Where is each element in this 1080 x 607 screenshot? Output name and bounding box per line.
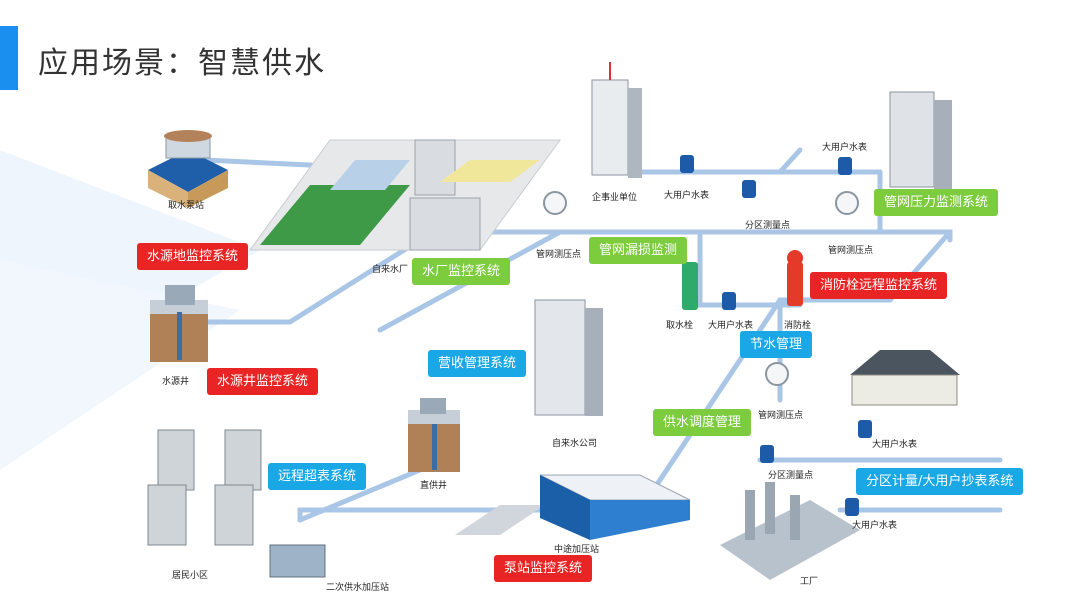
label-secondary: 二次供水加压站 — [326, 583, 390, 593]
label-direct-well: 直供井 — [420, 481, 448, 491]
intake-station-illustration — [148, 130, 228, 208]
booster-station-illustration — [455, 474, 691, 540]
label-zone-point-2: 分区测量点 — [768, 471, 814, 481]
label-pipe-pressure-1: 管网测压点 — [536, 250, 582, 260]
label-hydrant-intake: 取水栓 — [666, 321, 694, 331]
meter-3-icon — [722, 292, 736, 310]
label-pipe-pressure-2: 管网测压点 — [828, 246, 874, 256]
meter-4-icon — [858, 420, 872, 438]
gauge-2-icon — [835, 191, 859, 215]
label-hydrant: 消防栓 — [784, 321, 812, 331]
pipe-enterprise-branch — [777, 147, 803, 175]
tag-hydrant-monitoring: 消防栓远程监控系统 — [810, 272, 948, 299]
factory-illustration — [720, 482, 860, 580]
pipe-residential — [297, 507, 563, 523]
label-booster: 中途加压站 — [554, 545, 600, 555]
residential-buildings-illustration — [147, 429, 262, 546]
label-big-meter-5: 大用户水表 — [852, 521, 898, 531]
gauge-3-icon — [765, 362, 789, 386]
label-zone-point-1: 分区测量点 — [745, 221, 791, 231]
source-well-illustration — [150, 285, 208, 362]
tag-plant-monitoring: 水厂监控系统 — [412, 258, 511, 285]
label-enterprise: 企事业单位 — [592, 193, 638, 203]
secondary-pump-illustration — [269, 544, 326, 578]
pipe-hydrant — [697, 229, 803, 308]
water-company-building-illustration — [534, 299, 603, 416]
tag-district-metering: 分区计量/大用户抄表系统 — [856, 468, 1024, 495]
water-plant-illustration — [249, 139, 561, 251]
flowmeter-2-icon — [760, 445, 774, 463]
meter-1-icon — [680, 155, 694, 173]
label-residential: 居民小区 — [172, 571, 209, 581]
tag-well-monitoring: 水源井监控系统 — [207, 368, 319, 395]
tag-remote-meter: 远程超表系统 — [268, 463, 367, 490]
tag-pressure-monitoring: 管网压力监测系统 — [874, 189, 999, 216]
pipe-intake-plant — [202, 157, 333, 169]
label-big-meter-4: 大用户水表 — [872, 440, 918, 450]
water-meters — [680, 155, 872, 516]
label-plant: 自来水厂 — [372, 265, 409, 275]
enterprise-building-illustration — [591, 62, 642, 178]
label-company: 自来水公司 — [552, 439, 598, 449]
label-well: 水源井 — [162, 377, 190, 387]
meter-2-icon — [838, 157, 852, 175]
title-accent-bar — [0, 26, 18, 90]
page-title: 应用场景：智慧供水 — [38, 46, 326, 81]
label-factory: 工厂 — [800, 577, 819, 587]
hydrant-illustration — [682, 250, 803, 310]
label-big-meter-1: 大用户水表 — [664, 191, 710, 201]
label-pipe-pressure-3: 管网测压点 — [758, 411, 804, 421]
tag-billing-management: 营收管理系统 — [428, 350, 527, 377]
tag-water-saving: 节水管理 — [740, 331, 813, 358]
flowmeter-1-icon — [742, 180, 756, 198]
direct-well-illustration — [408, 398, 460, 472]
label-big-meter-3: 大用户水表 — [708, 321, 754, 331]
bg-band-2 — [0, 260, 240, 470]
pressure-gauges — [543, 191, 859, 386]
label-big-meter-2: 大用户水表 — [822, 143, 868, 153]
pipe-well-plant — [202, 237, 423, 325]
label-intake: 取水泵站 — [168, 201, 205, 211]
tag-dispatch-management: 供水调度管理 — [653, 409, 752, 436]
tag-water-source-monitoring: 水源地监控系统 — [137, 243, 249, 270]
pipe-direct-well — [297, 467, 423, 523]
tag-leak-monitoring: 管网漏损监测 — [589, 237, 688, 264]
tag-pump-monitoring: 泵站监控系统 — [494, 555, 593, 582]
meter-5-icon — [845, 498, 859, 516]
gauge-1-icon — [543, 191, 567, 215]
large-user-building-illustration — [889, 91, 952, 190]
manor-building-illustration — [850, 350, 960, 406]
